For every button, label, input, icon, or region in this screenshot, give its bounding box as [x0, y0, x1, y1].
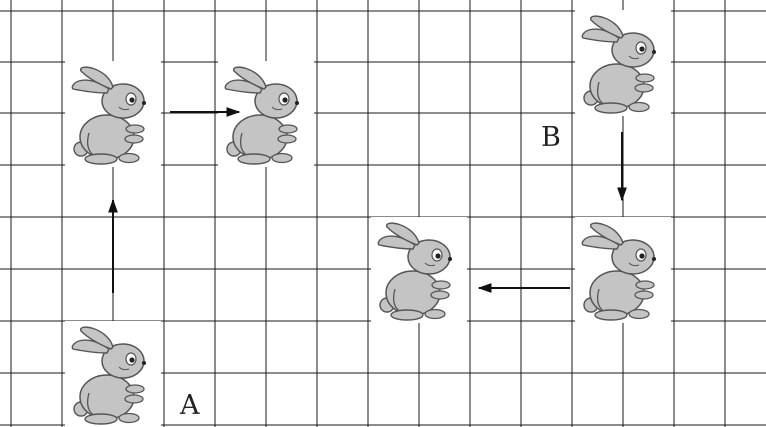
point-label-a: A: [179, 390, 200, 421]
point-label-b: B: [541, 122, 561, 153]
rabbit-2: [218, 61, 314, 167]
rabbits: [65, 10, 671, 427]
rabbit-4: [575, 217, 671, 323]
rabbit-5: [371, 217, 467, 323]
rabbit-a: [65, 321, 161, 427]
arrows: [108, 107, 627, 293]
rabbit-1: [65, 61, 161, 167]
rabbit-b: [575, 10, 671, 116]
